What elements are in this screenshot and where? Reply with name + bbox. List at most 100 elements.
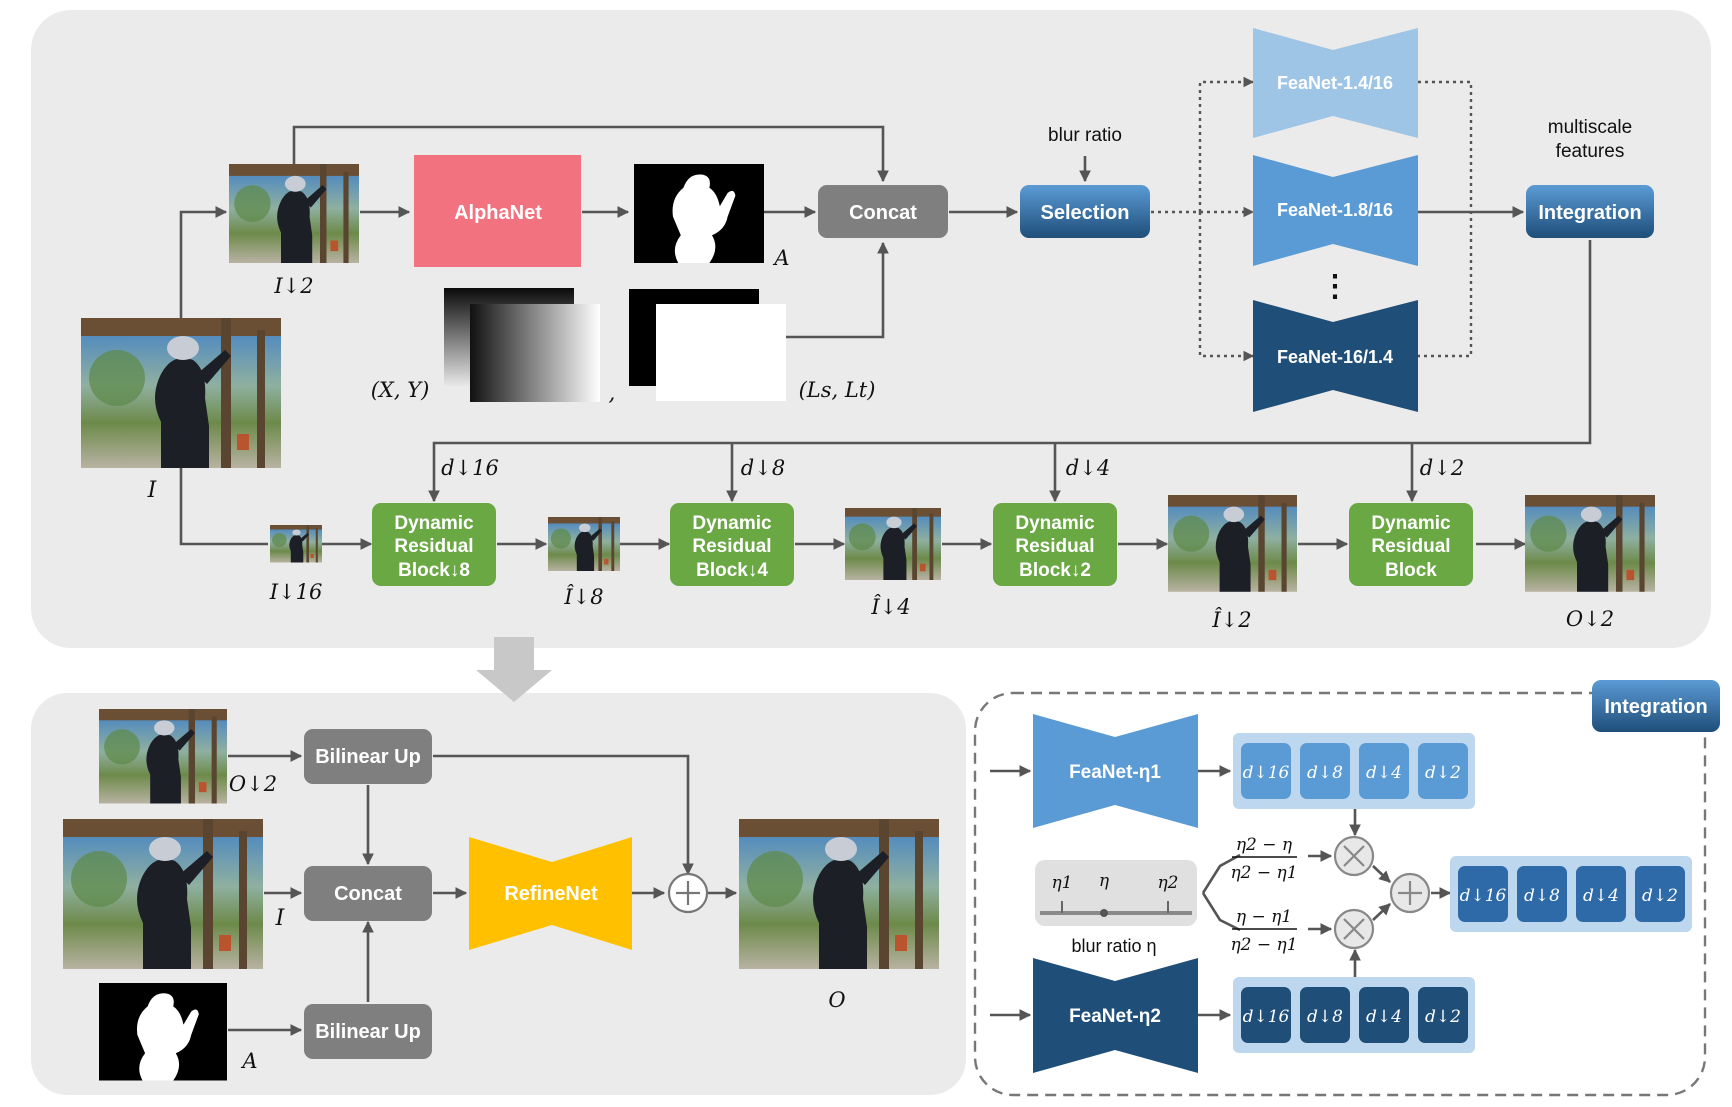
feanet-eta2-node	[1033, 958, 1198, 1073]
multiscale-label-1: multiscale	[1548, 117, 1632, 138]
drb-4-box	[670, 503, 794, 586]
image-alpha-mask	[634, 164, 764, 263]
xy-coordinate-maps	[444, 288, 600, 402]
label-i-input: I	[275, 906, 286, 931]
drb-label: Dynamic Residual Block	[1371, 513, 1451, 581]
out-cell-d4	[1576, 866, 1626, 922]
integration-connections	[990, 765, 1452, 1021]
eta1-feature-row	[1233, 733, 1475, 809]
output-feature-row	[1450, 856, 1692, 932]
feanet-eta1-node	[1033, 714, 1198, 828]
concat-box	[818, 185, 948, 238]
frac1-denominator: η2 − η1	[1230, 863, 1297, 883]
ls-lt-maps	[629, 289, 786, 401]
drb-line2: Residual	[1371, 536, 1450, 557]
eta1-cell-d8-label: d↓8	[1307, 763, 1343, 783]
image-o-output	[739, 819, 939, 969]
eta1-cell-d2-label: d↓2	[1425, 763, 1461, 783]
drb-8-line3: Block↓8	[398, 560, 470, 581]
label-a-input: A	[240, 1049, 257, 1073]
label-i8-hat: Î↓8	[563, 585, 603, 609]
drb-8-label: Dynamic Residual Block↓8	[394, 513, 474, 581]
top-connections	[179, 76, 1592, 550]
drb-8-line1: Dynamic	[394, 513, 474, 534]
concat-label: Concat	[849, 202, 917, 224]
label-comma: ,	[609, 381, 616, 405]
drb-line1: Dynamic	[1371, 513, 1451, 534]
out-cell-d8-label: d↓8	[1524, 886, 1560, 906]
multiply-op-bottom	[1333, 908, 1375, 950]
concat-refine-box	[304, 866, 432, 921]
integration-label: Integration	[1538, 202, 1641, 224]
blur-ratio-slider	[1035, 860, 1197, 926]
image-i-input	[63, 819, 263, 969]
image-o2-input	[99, 709, 227, 804]
blur-ratio-eta-label: blur ratio η	[1071, 936, 1156, 956]
label-i16: I↓16	[269, 580, 323, 604]
out-cell-d8	[1517, 866, 1567, 922]
out-cell-d2-label: d↓2	[1642, 886, 1678, 906]
label-o2-input: O↓2	[229, 772, 277, 796]
slider-knob	[1100, 909, 1108, 917]
down-arrow	[476, 637, 552, 702]
slider-label-eta1: η1	[1051, 873, 1072, 893]
feanet-2-label: FeaNet-1.8/16	[1277, 200, 1393, 220]
integration-title-label: Integration	[1604, 696, 1707, 718]
eta1-cell-d16	[1241, 743, 1291, 799]
eta2-feature-row	[1233, 977, 1475, 1053]
image-i-half	[229, 164, 359, 263]
eta2-cell-d16	[1241, 987, 1291, 1043]
frac2-numerator: η − η1	[1236, 907, 1292, 927]
frac1-numerator: η2 − η	[1236, 835, 1293, 855]
out-cell-d4-label: d↓4	[1583, 886, 1619, 906]
image-i16	[270, 525, 322, 563]
refine-connections	[228, 750, 738, 1036]
drb-2-line1: Dynamic	[1015, 513, 1095, 534]
image-o2	[1525, 495, 1655, 592]
selection-label: Selection	[1041, 202, 1130, 224]
eta2-cell-d2-label: d↓2	[1425, 1007, 1461, 1027]
concat-refine-label: Concat	[334, 883, 402, 905]
label-d16: d↓16	[441, 456, 499, 480]
eta2-cell-d8-label: d↓8	[1307, 1007, 1343, 1027]
image-i8-hat	[548, 517, 620, 571]
drb-4-line1: Dynamic	[692, 513, 772, 534]
blur-ratio-label: blur ratio	[1048, 125, 1122, 146]
eta1-cell-d4-label: d↓4	[1366, 763, 1402, 783]
image-i-full	[81, 318, 281, 468]
alphanet-label: AlphaNet	[454, 202, 542, 224]
drb-2-box	[993, 503, 1117, 586]
drb-8-box	[372, 503, 496, 586]
slider-label-eta2: η2	[1157, 873, 1178, 893]
refinenet-node	[469, 837, 632, 950]
integration-panel	[973, 691, 1707, 1097]
label-i: I	[147, 478, 158, 503]
eta1-cell-d8	[1300, 743, 1350, 799]
image-a-input	[99, 983, 227, 1081]
drb-box	[1349, 503, 1473, 586]
slider-label-eta: η	[1099, 871, 1110, 891]
feanet-16-1.4-node	[1253, 300, 1418, 412]
label-i2-hat: Î↓2	[1211, 608, 1251, 632]
eta2-cell-d16-label: d↓16	[1243, 1007, 1290, 1027]
out-cell-d16-label: d↓16	[1460, 886, 1507, 906]
eta1-cell-d4	[1359, 743, 1409, 799]
drb-4-line3: Block↓4	[696, 560, 768, 581]
multiply-op-top	[1333, 835, 1375, 877]
alphanet-node	[414, 155, 581, 267]
feanet-1.4-16-node	[1253, 28, 1418, 138]
bilinear-up-top-box	[304, 729, 432, 784]
label-o2: O↓2	[1566, 607, 1614, 631]
eta2-cell-d4-label: d↓4	[1366, 1007, 1402, 1027]
drb-8-line2: Residual	[394, 536, 473, 557]
eta1-cell-d2	[1418, 743, 1468, 799]
drb-4-line2: Residual	[692, 536, 771, 557]
image-i2-hat	[1168, 495, 1297, 592]
feanet-1-label: FeaNet-1.4/16	[1277, 73, 1393, 93]
out-cell-d2	[1635, 866, 1685, 922]
eta2-cell-d8	[1300, 987, 1350, 1043]
eta2-cell-d2	[1418, 987, 1468, 1043]
frac2-denominator: η2 − η1	[1230, 935, 1297, 955]
label-d4: d↓4	[1066, 456, 1110, 480]
